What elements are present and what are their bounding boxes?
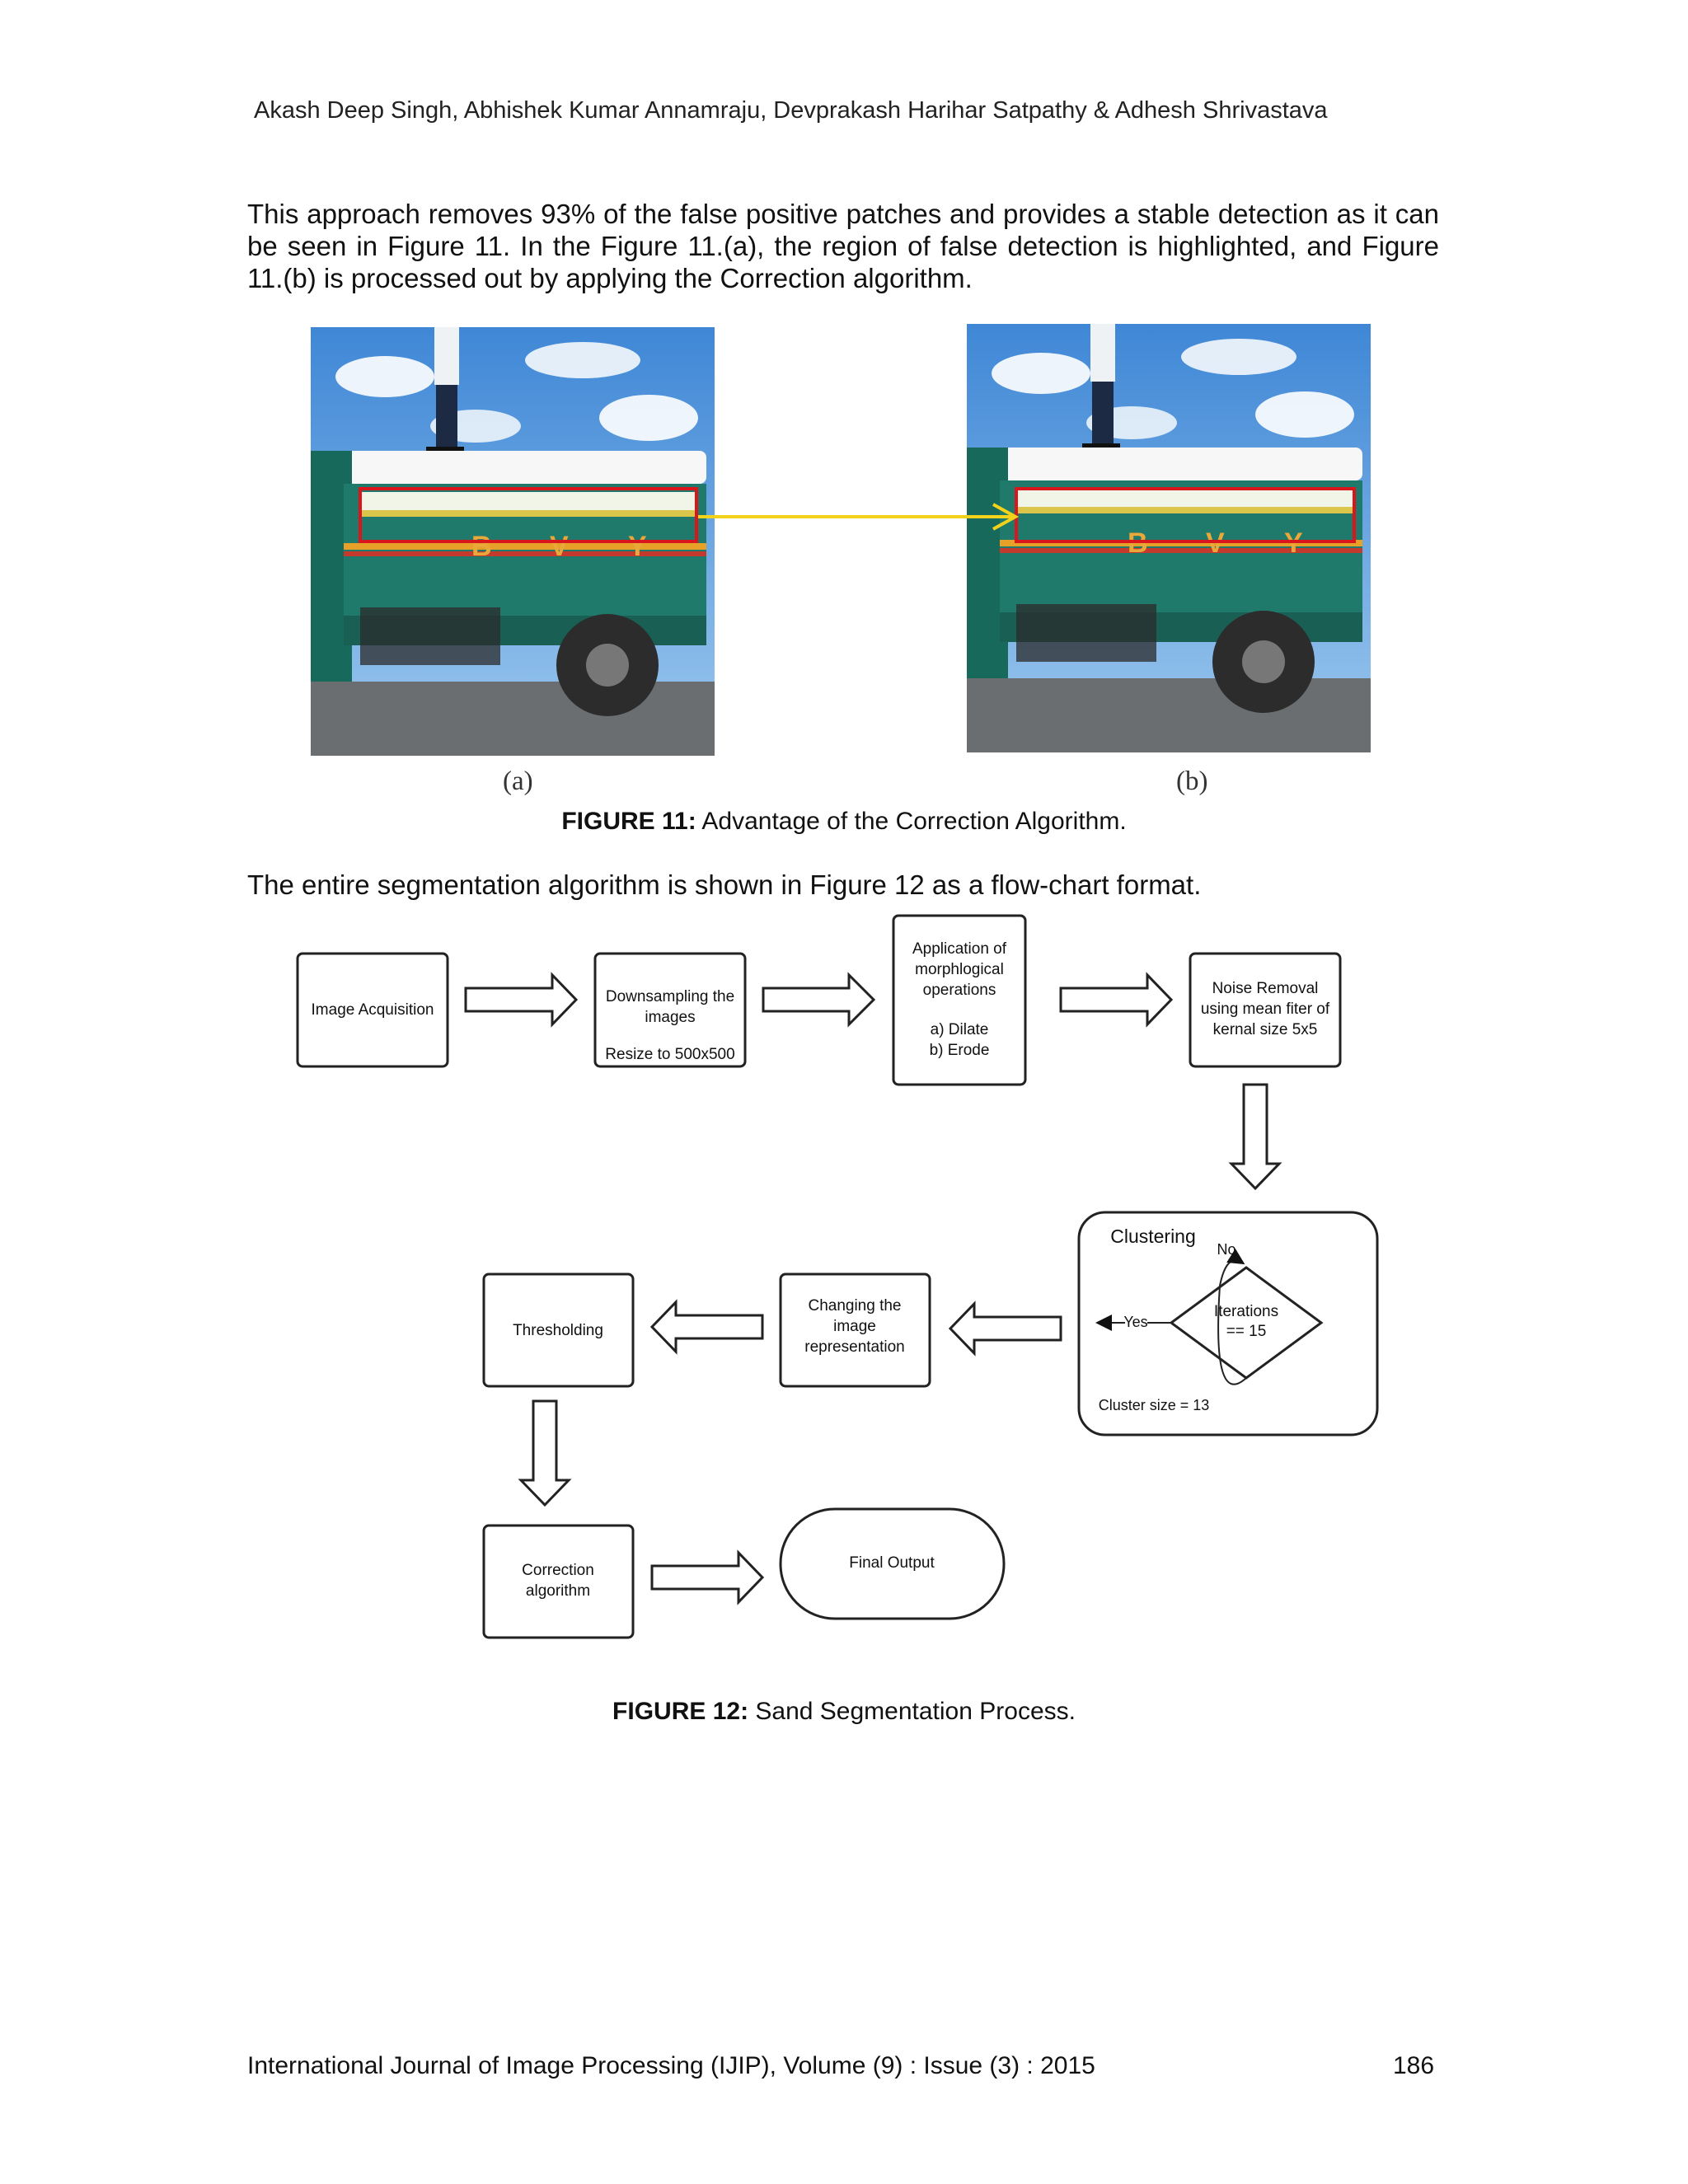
correction-algorithm-box	[482, 1524, 635, 1639]
image-acquisition-box	[296, 952, 449, 1068]
noise-label: using mean fiter of	[1201, 1001, 1330, 1018]
figure-12-flowchart: Image Acquisition Downsampling the image…	[296, 914, 1379, 1639]
iterations-label: Iterations	[1214, 1303, 1278, 1320]
false-detection-box	[359, 487, 698, 543]
noise-removal-box	[1189, 952, 1342, 1068]
body-paragraph: The entire segmentation algorithm is sho…	[247, 869, 1202, 900]
noise-label: Noise Removal	[1212, 980, 1319, 997]
dilate-label: a) Dilate	[931, 1021, 989, 1038]
corrected-region-box	[1015, 487, 1356, 543]
arrow-right-icon	[464, 972, 579, 1028]
downsampling-box	[593, 952, 747, 1068]
arrow-left-icon	[948, 1301, 1062, 1357]
changing-label: image	[833, 1318, 876, 1335]
running-header: Akash Deep Singh, Abhishek Kumar Annamra…	[254, 97, 1328, 124]
arrow-right-icon	[762, 972, 876, 1028]
truck-letter: V	[550, 531, 569, 562]
changing-representation-box	[779, 1272, 931, 1388]
clustering-box	[1077, 1211, 1379, 1436]
correction-label: algorithm	[526, 1582, 590, 1600]
resize-label: Resize to 500x500	[605, 1046, 734, 1063]
truck-letter: B	[471, 531, 492, 562]
figure-11-graphic: B V Y B V Y (a) (b)	[311, 324, 1371, 796]
yes-label: Yes	[1123, 1314, 1147, 1330]
page-number: 186	[1393, 2052, 1435, 2079]
arrow-right-icon	[1059, 972, 1174, 1028]
arrow-left-icon	[649, 1299, 764, 1355]
panel-label-a: (a)	[503, 766, 533, 796]
arrow-icon	[698, 503, 1020, 531]
erode-label: b) Erode	[930, 1042, 990, 1059]
downsampling-label: images	[645, 1009, 695, 1026]
arrow-right-icon	[650, 1549, 765, 1605]
morphological-box	[892, 914, 1027, 1086]
image-acquisition-label: Image Acquisition	[312, 1001, 434, 1019]
figure-11: B V Y B V Y (a) (b)	[305, 321, 1393, 832]
morph-label: morphlogical	[915, 961, 1004, 978]
arrow-down-icon	[518, 1399, 572, 1507]
morph-label: operations	[923, 982, 996, 999]
morph-label: Application of	[912, 940, 1007, 958]
panel-label-b: (b)	[1176, 766, 1207, 796]
figure-12-caption: FIGURE 12: Sand Segmentation Process.	[0, 1698, 1688, 1726]
no-label: No	[1217, 1241, 1236, 1258]
truck-letter: Y	[628, 531, 647, 562]
changing-label: representation	[804, 1338, 904, 1356]
final-output-box	[779, 1507, 1006, 1620]
figure-11-caption: FIGURE 11: Advantage of the Correction A…	[0, 808, 1688, 836]
downsampling-label: Downsampling the	[606, 988, 734, 1005]
changing-label: Changing the	[808, 1297, 901, 1315]
photo-panel-b: B V Y	[967, 324, 1371, 752]
photo-panel-a: B V Y	[311, 327, 715, 756]
caption-text: Advantage of the Correction Algorithm.	[696, 808, 1127, 835]
caption-label: FIGURE 12:	[612, 1698, 749, 1725]
arrow-down-icon	[1228, 1083, 1282, 1191]
correction-label: Correction	[522, 1562, 594, 1579]
loop-arrow-icon	[1217, 1249, 1247, 1385]
body-paragraph: This approach removes 93% of the false p…	[247, 199, 1439, 293]
clustering-title: Clustering	[1110, 1226, 1196, 1247]
caption-text: Sand Segmentation Process.	[748, 1698, 1076, 1725]
caption-label: FIGURE 11:	[561, 808, 696, 835]
journal-footer: International Journal of Image Processin…	[247, 2052, 1095, 2079]
cluster-size-label: Cluster size = 13	[1099, 1397, 1210, 1413]
thresholding-label: Thresholding	[513, 1322, 603, 1339]
thresholding-box	[482, 1272, 635, 1388]
final-output-label: Final Output	[849, 1554, 935, 1572]
noise-label: kernal size 5x5	[1213, 1021, 1318, 1038]
iterations-label: == 15	[1226, 1323, 1267, 1340]
